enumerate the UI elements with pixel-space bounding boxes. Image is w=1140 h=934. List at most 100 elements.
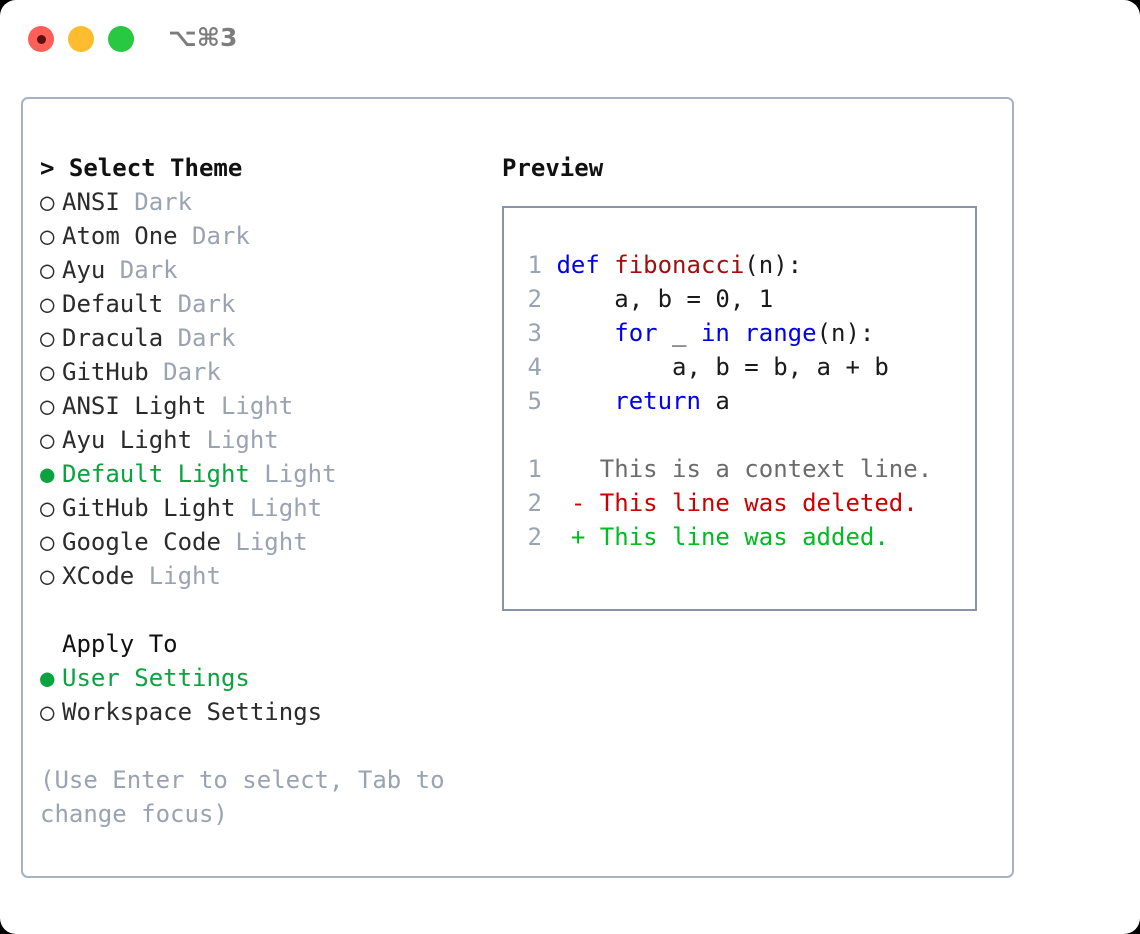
theme-option-label: XCode <box>62 562 135 590</box>
apply-to-option-label: User Settings <box>62 664 250 692</box>
theme-option-label: Atom One <box>62 222 178 250</box>
code-line: 5 return a <box>516 384 932 418</box>
radio-empty-icon: ○ <box>40 494 55 522</box>
line-number: 1 <box>527 455 542 483</box>
theme-option-ansi-light[interactable]: ○ANSI Light Light <box>40 389 490 423</box>
line-number: 2 <box>527 285 542 313</box>
theme-option-label: Google Code <box>62 528 221 556</box>
line-number: 5 <box>527 387 542 415</box>
gutter-gap <box>542 285 556 313</box>
code-token: (n): <box>816 319 875 347</box>
radio-empty-icon: ○ <box>40 358 55 386</box>
code-token: _ <box>657 319 701 347</box>
line-number: 3 <box>527 319 542 347</box>
hint-spacer <box>40 729 490 763</box>
diff-marker: - <box>542 489 586 517</box>
theme-option-ansi[interactable]: ○ANSI Dark <box>40 185 490 219</box>
apply-to-option-user-settings[interactable]: ●User Settings <box>40 661 490 695</box>
theme-variant-tag: Light <box>192 426 279 454</box>
gutter-gap <box>542 251 556 279</box>
theme-option-ayu-light[interactable]: ○Ayu Light Light <box>40 423 490 457</box>
title-bar: ⌥⌘3 <box>0 0 1140 78</box>
code-token: a <box>700 387 730 415</box>
theme-option-label: Ayu Light <box>62 426 193 454</box>
code-token <box>556 319 614 347</box>
diff-text: This line was deleted. <box>585 489 918 517</box>
diff-line: 1 This is a context line. <box>516 452 933 486</box>
apply-to-option-list[interactable]: ●User Settings○Workspace Settings <box>40 661 490 729</box>
theme-picker-column: > Select Theme ○ANSI Dark○Atom One Dark○… <box>40 151 490 831</box>
code-line: 3 for _ in range(n): <box>516 316 932 350</box>
line-number: 2 <box>527 489 542 517</box>
theme-option-github-light[interactable]: ○GitHub Light Light <box>40 491 490 525</box>
theme-option-github[interactable]: ○GitHub Dark <box>40 355 490 389</box>
apply-to-heading: Apply To <box>62 630 178 658</box>
diff-marker: + <box>542 523 586 551</box>
theme-option-label: GitHub Light <box>62 494 236 522</box>
gutter-gap <box>542 387 556 415</box>
theme-variant-tag: Dark <box>148 358 221 386</box>
line-number: 4 <box>527 353 542 381</box>
theme-option-label: Default <box>62 290 164 318</box>
select-theme-heading: > Select Theme <box>40 154 243 182</box>
preview-heading: Preview <box>502 154 604 182</box>
theme-option-list[interactable]: ○ANSI Dark○Atom One Dark○Ayu Dark○Defaul… <box>40 185 490 593</box>
gutter-gap <box>542 319 556 347</box>
code-line: 2 a, b = 0, 1 <box>516 282 932 316</box>
code-token: a, b = 0, 1 <box>556 285 774 313</box>
theme-option-ayu[interactable]: ○Ayu Dark <box>40 253 490 287</box>
theme-option-label: ANSI <box>62 188 120 216</box>
theme-option-dracula[interactable]: ○Dracula Dark <box>40 321 490 355</box>
radio-selected-icon: ● <box>40 460 55 488</box>
radio-empty-icon: ○ <box>40 426 55 454</box>
diff-text: This line was added. <box>585 523 889 551</box>
code-token: (n): <box>744 251 803 279</box>
theme-option-default-light[interactable]: ●Default Light Light <box>40 457 490 491</box>
radio-selected-icon: ● <box>40 664 55 692</box>
theme-option-default[interactable]: ○Default Dark <box>40 287 490 321</box>
theme-option-google-code[interactable]: ○Google Code Light <box>40 525 490 559</box>
gutter-gap <box>542 353 556 381</box>
diff-line: 2 + This line was added. <box>516 520 932 554</box>
radio-empty-icon: ○ <box>40 698 55 726</box>
code-token: for <box>614 319 658 347</box>
code-token: range <box>744 319 817 347</box>
radio-empty-icon: ○ <box>40 562 55 590</box>
maximize-window-icon[interactable] <box>108 26 134 52</box>
code-diff-separator <box>516 418 932 452</box>
line-number: 2 <box>527 523 542 551</box>
theme-variant-tag: Dark <box>119 188 193 216</box>
theme-option-xcode[interactable]: ○XCode Light <box>40 559 490 593</box>
code-line: 4 a, b = b, a + b <box>516 350 932 384</box>
diff-line: 2 - This line was deleted. <box>516 486 932 520</box>
theme-variant-tag: Light <box>220 528 308 556</box>
keyboard-hint-text: (Use Enter to select, Tab to change focu… <box>40 766 460 828</box>
radio-empty-icon: ○ <box>40 324 55 352</box>
code-line: 1 def fibonacci(n): <box>516 248 932 282</box>
theme-variant-tag: Light <box>249 460 337 488</box>
theme-variant-tag: Light <box>134 562 221 590</box>
code-token: return <box>614 387 701 415</box>
theme-option-atom-one[interactable]: ○Atom One Dark <box>40 219 490 253</box>
theme-option-label: Ayu <box>62 256 106 284</box>
theme-variant-tag: Light <box>235 494 323 522</box>
theme-variant-tag: Light <box>206 392 294 420</box>
code-token <box>730 319 744 347</box>
code-token: fibonacci <box>614 251 745 279</box>
theme-variant-tag: Dark <box>177 222 250 250</box>
code-token: a, b = b, a + b <box>556 353 889 381</box>
preview-column: Preview 1 def fibonacci(n):2 a, b = 0, 1… <box>502 151 1002 611</box>
close-window-icon[interactable] <box>28 26 54 52</box>
theme-option-label: Dracula <box>62 324 164 352</box>
code-token: in <box>700 319 730 347</box>
minimize-window-icon[interactable] <box>68 26 94 52</box>
code-token: def <box>556 251 615 279</box>
apply-to-option-label: Workspace Settings <box>62 698 323 726</box>
apply-to-option-workspace-settings[interactable]: ○Workspace Settings <box>40 695 490 729</box>
code-token <box>556 387 614 415</box>
theme-option-label: GitHub <box>62 358 149 386</box>
radio-empty-icon: ○ <box>40 256 55 284</box>
line-number: 1 <box>527 251 542 279</box>
